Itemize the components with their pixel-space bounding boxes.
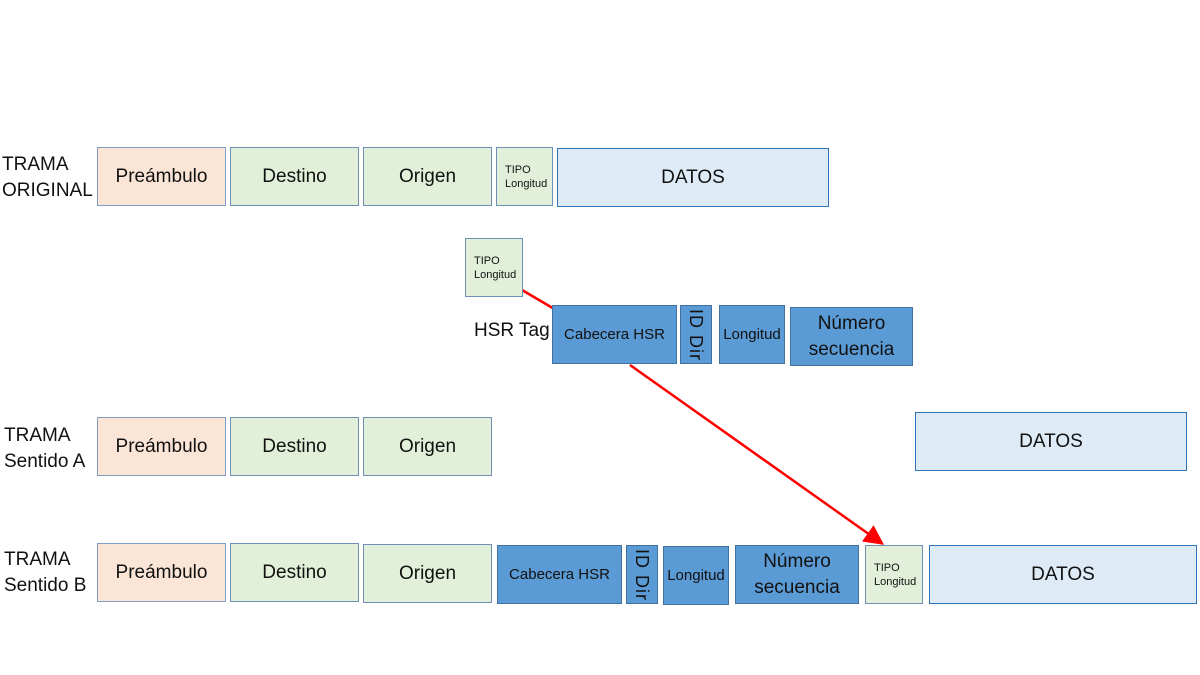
row-label-line: TRAMA [4, 425, 71, 446]
longitud-field: Longitud [663, 546, 729, 605]
cabecera-hsr-field: Cabecera HSR [497, 545, 622, 604]
id-dir-field: ID Dir [680, 305, 712, 364]
destino-field: Destino [230, 147, 359, 206]
origen-field: Origen [363, 544, 492, 603]
row-label-line: Sentido B [4, 575, 87, 596]
preambulo-field: Preámbulo [97, 417, 226, 476]
row-label-sentido-b: TRAMA Sentido B [4, 547, 86, 599]
id-dir-field: ID Dir [626, 545, 658, 604]
preambulo-field: Preámbulo [97, 543, 226, 602]
hsr-tag-label: HSR Tag [474, 320, 550, 341]
datos-field: DATOS [557, 148, 829, 207]
datos-field: DATOS [929, 545, 1197, 604]
row-label-line: TRAMA [4, 549, 71, 570]
destino-field: Destino [230, 417, 359, 476]
origen-field: Origen [363, 417, 492, 476]
preambulo-field: Preámbulo [97, 147, 226, 206]
row-label-line: Sentido A [4, 451, 86, 472]
datos-field: DATOS [915, 412, 1187, 471]
origen-field: Origen [363, 147, 492, 206]
row-label-line: ORIGINAL [2, 180, 93, 201]
longitud-field: Longitud [719, 305, 785, 364]
row-label-original: TRAMA ORIGINAL [2, 152, 93, 204]
row-label-line: TRAMA [2, 154, 69, 175]
cabecera-hsr-field: Cabecera HSR [552, 305, 677, 364]
destino-field: Destino [230, 543, 359, 602]
row-label-sentido-a: TRAMA Sentido A [4, 423, 85, 475]
arrow-tipo-to-hsr [521, 288, 557, 312]
arrow-hsr-to-tipo [629, 363, 885, 545]
